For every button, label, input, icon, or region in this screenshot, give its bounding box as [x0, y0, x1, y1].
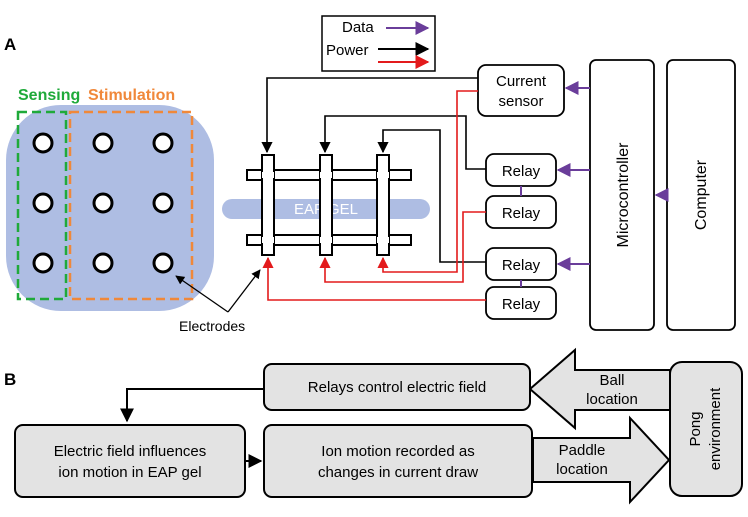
microcontroller-label: Microcontroller: [615, 142, 632, 248]
pong-environment: Pong environment: [669, 361, 743, 497]
panel-b-label: B: [4, 370, 16, 389]
electrode: [152, 132, 174, 154]
paddle-line2: location: [556, 461, 608, 478]
post-joint: [377, 237, 389, 243]
electrode: [32, 132, 54, 154]
relays-control-box: Relays control electric field: [263, 363, 531, 411]
electric-field-line1: Electric field influences: [54, 443, 207, 460]
microcontroller-box: [589, 59, 655, 331]
electric-field-line2: ion motion in EAP gel: [58, 464, 201, 481]
ball-line1: Ball: [599, 372, 624, 389]
current-sensor: Current sensor: [477, 64, 565, 117]
post-joint: [320, 172, 332, 178]
relay-label: Relay: [502, 257, 541, 274]
power-wire-red: [319, 211, 486, 283]
ball-arrow-shape: [528, 347, 671, 431]
electrode: [152, 252, 174, 274]
electrode: [92, 132, 114, 154]
electric-field-rect: [14, 424, 246, 498]
electrode-post: [319, 154, 333, 256]
eap-gel-rig: EAP GEL: [222, 154, 430, 256]
ion-motion-box: Ion motion recorded as changes in curren…: [263, 424, 533, 498]
post-joint: [262, 172, 274, 178]
ion-motion-line2: changes in current draw: [318, 464, 478, 481]
power-wire-black: [319, 115, 486, 170]
relay-label: Relay: [502, 205, 541, 222]
pong-box: [669, 361, 743, 497]
paddle-arrow-shape: [532, 415, 671, 505]
paddle-line1: Paddle: [559, 442, 606, 459]
stimulation-region: [68, 110, 194, 301]
pong-line1: Pong: [687, 411, 704, 446]
computer-label: Computer: [693, 159, 710, 230]
relays-control-rect: [263, 363, 531, 411]
ball-location-arrow: Ball location: [528, 347, 671, 431]
computer: Computer: [666, 59, 736, 331]
pong-line2: environment: [707, 387, 724, 470]
sensing-label: Sensing: [18, 87, 80, 104]
electric-field-box: Electric field influences ion motion in …: [14, 424, 246, 498]
current-sensor-line1: Current: [496, 73, 547, 90]
electrode: [32, 192, 54, 214]
electrode-post: [376, 154, 390, 256]
relay-label: Relay: [502, 296, 541, 313]
post-joint: [320, 237, 332, 243]
power-wire-black: [261, 77, 478, 154]
post-joint: [377, 172, 389, 178]
power-wire-red: [262, 256, 486, 301]
relays-control-text: Relays control electric field: [308, 379, 486, 396]
sensing-region: [16, 110, 68, 301]
electrode-array: Sensing Stimulation: [6, 87, 214, 311]
legend: Data Power: [321, 15, 436, 72]
electrodes-label: Electrodes: [179, 318, 245, 334]
callout-arrow: [175, 275, 229, 313]
electrode: [152, 192, 174, 214]
stimulation-label: Stimulation: [88, 87, 175, 104]
electrode: [32, 252, 54, 274]
electrode: [92, 192, 114, 214]
ion-motion-rect: [263, 424, 533, 498]
callout-arrow: [227, 269, 261, 313]
microcontroller: Microcontroller: [589, 59, 655, 331]
legend-data-label: Data: [342, 19, 374, 36]
post-joint: [262, 237, 274, 243]
electrode-post: [261, 154, 275, 256]
electrodes-callout: Electrodes: [175, 269, 261, 334]
legend-power-label: Power: [326, 42, 369, 59]
panel-a-label: A: [4, 35, 16, 54]
flow-arrow-relays-to-field: [120, 388, 264, 423]
electrode: [92, 252, 114, 274]
relays: Relay Relay Relay Relay: [485, 153, 557, 320]
relay-label: Relay: [502, 163, 541, 180]
ion-motion-line1: Ion motion recorded as: [321, 443, 474, 460]
current-sensor-line2: sensor: [498, 93, 543, 110]
power-wire-black: [377, 129, 486, 263]
paddle-location-arrow: Paddle location: [532, 415, 671, 505]
power-wire-red: [377, 90, 478, 273]
ball-line2: location: [586, 391, 638, 408]
